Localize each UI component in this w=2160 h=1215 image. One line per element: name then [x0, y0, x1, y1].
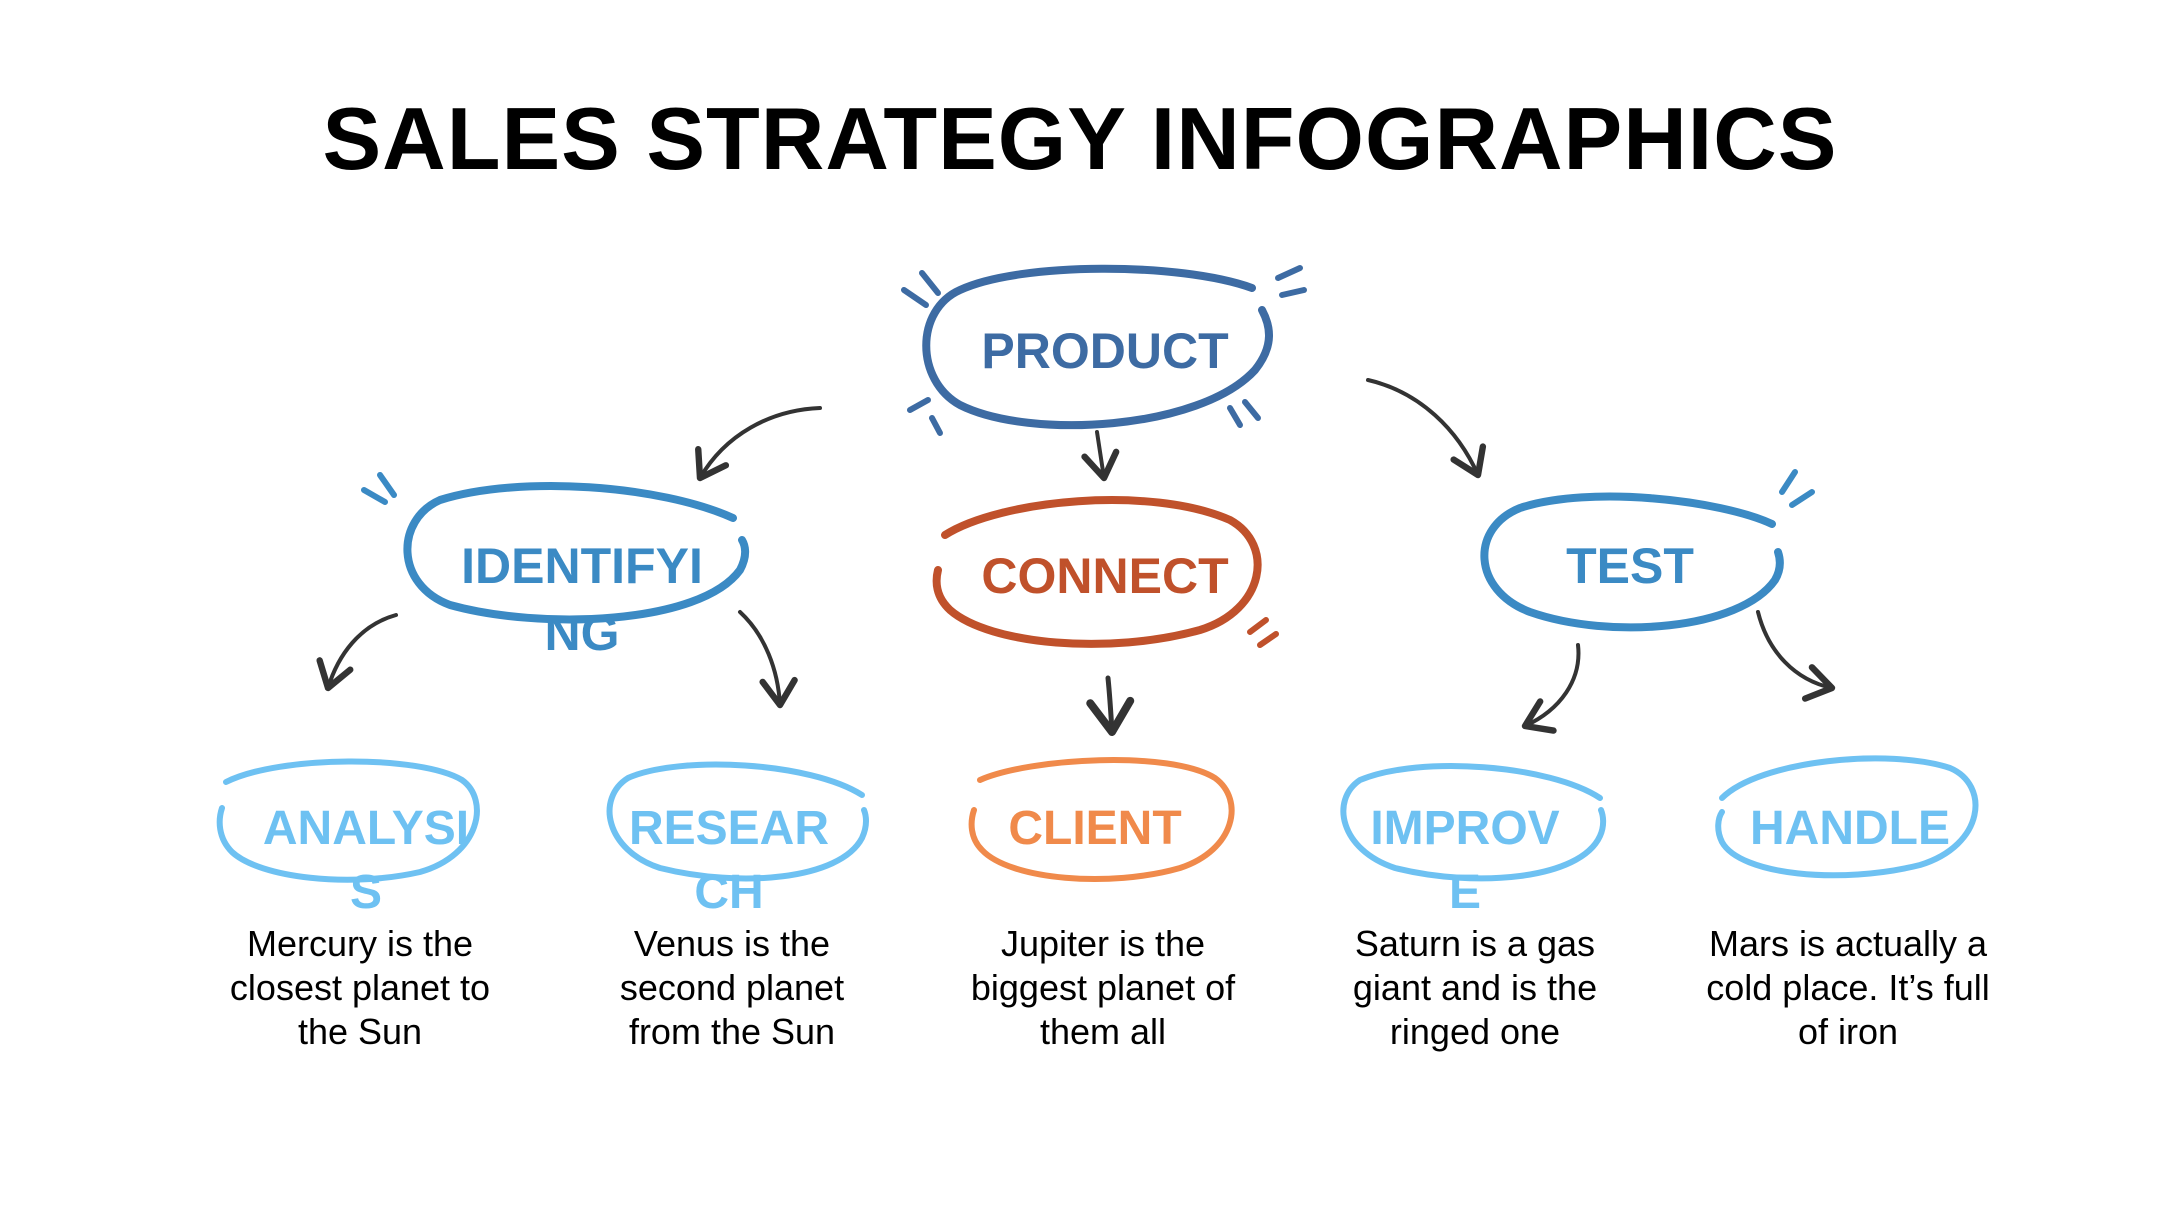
node-label-handle: HANDLE — [1750, 802, 1950, 855]
description-client: Jupiter is the biggest planet of them al… — [970, 923, 1236, 1052]
arrow-product-to-test — [1366, 378, 1487, 479]
arrow-identifying-to-analysis — [316, 613, 398, 692]
connect-ellipse — [932, 496, 1262, 648]
handle-ellipse — [1715, 755, 1979, 879]
product-ellipse — [922, 264, 1273, 430]
node-label-identifying: IDENTIFYING — [461, 538, 703, 661]
identifying-sparkle-marks — [361, 472, 397, 505]
node-label-test: TEST — [1566, 538, 1694, 594]
analysis-ellipse — [216, 758, 480, 883]
improve-ellipse — [1340, 763, 1607, 882]
arrow-test-to-handle — [1756, 610, 1836, 702]
node-label-product: PRODUCT — [981, 323, 1229, 379]
node-label-connect: CONNECT — [981, 548, 1229, 604]
identifying-ellipse — [403, 482, 750, 624]
client-ellipse — [968, 757, 1235, 882]
arrow-identifying-to-research — [738, 610, 798, 709]
description-improve: Saturn is a gas giant and is the ringed … — [1352, 923, 1598, 1052]
node-label-improve: IMPROVE — [1370, 802, 1560, 919]
product-sparkle-marks — [901, 265, 1307, 436]
arrow-product-to-identifying — [695, 406, 822, 482]
test-ellipse — [1480, 492, 1784, 632]
node-label-client: CLIENT — [1008, 802, 1182, 855]
description-analysis: Mercury is the closest planet to the Sun — [229, 923, 491, 1052]
node-label-research: RESEARCH — [628, 802, 830, 919]
description-research: Venus is the second planet from the Sun — [619, 923, 845, 1052]
arrow-connect-to-client — [1086, 675, 1135, 736]
page-title: SALES STRATEGY INFOGRAPHICS — [322, 89, 1838, 188]
test-sparkle-marks — [1779, 469, 1815, 508]
description-handle: Mars is actually a cold place. It’s full… — [1706, 923, 1990, 1052]
arrow-product-to-connect — [1081, 430, 1120, 482]
connect-sparkle-marks — [1247, 617, 1279, 648]
arrow-test-to-improve — [1521, 643, 1581, 734]
node-label-analysis: ANALYSIS — [262, 802, 470, 919]
research-ellipse — [606, 761, 869, 882]
